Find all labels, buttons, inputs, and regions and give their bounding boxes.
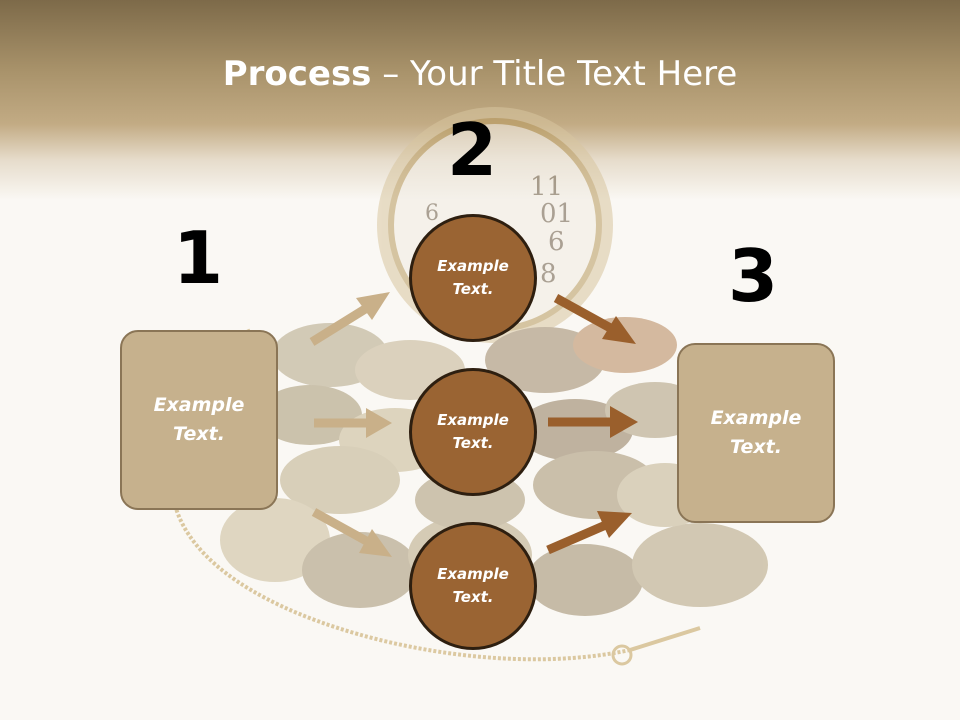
circle-bottom: Example Text. [409,522,537,650]
step-number-1: 1 [172,216,224,300]
slide-title: Process – Your Title Text Here [0,52,960,96]
arrow-left-to-bottom [311,508,392,557]
right-box-line-1: Example [710,407,802,429]
circle-bottom-line-1: Example [437,565,509,583]
arrow-bottom-to-right [546,511,632,555]
arrow-middle-to-right [548,406,638,438]
left-box-line-2: Text. [173,423,225,445]
svg-text:6: 6 [425,201,439,226]
circle-middle-line-2: Text. [452,434,494,452]
title-rest: – Your Title Text Here [371,54,738,94]
arrow-top-to-right [553,294,636,344]
step-number-3: 3 [727,234,779,318]
circle-bottom-line-2: Text. [452,588,494,606]
step-number-2: 2 [446,108,498,192]
svg-text:11: 11 [530,172,563,202]
svg-text:8: 8 [540,259,557,289]
svg-text:01: 01 [540,199,573,229]
circle-middle-line-1: Example [437,411,509,429]
circle-top: Example Text. [409,214,537,342]
svg-text:6: 6 [548,227,565,257]
title-bold: Process [222,54,372,94]
right-box-line-2: Text. [730,436,782,458]
circle-top-line-2: Text. [452,280,494,298]
arrow-left-to-top [309,292,390,346]
arrow-left-to-middle [314,408,392,438]
left-box-line-1: Example [153,394,245,416]
right-text-box: Example Text. [677,343,835,523]
circle-middle: Example Text. [409,368,537,496]
circle-top-line-1: Example [437,257,509,275]
left-text-box: Example Text. [120,330,278,510]
